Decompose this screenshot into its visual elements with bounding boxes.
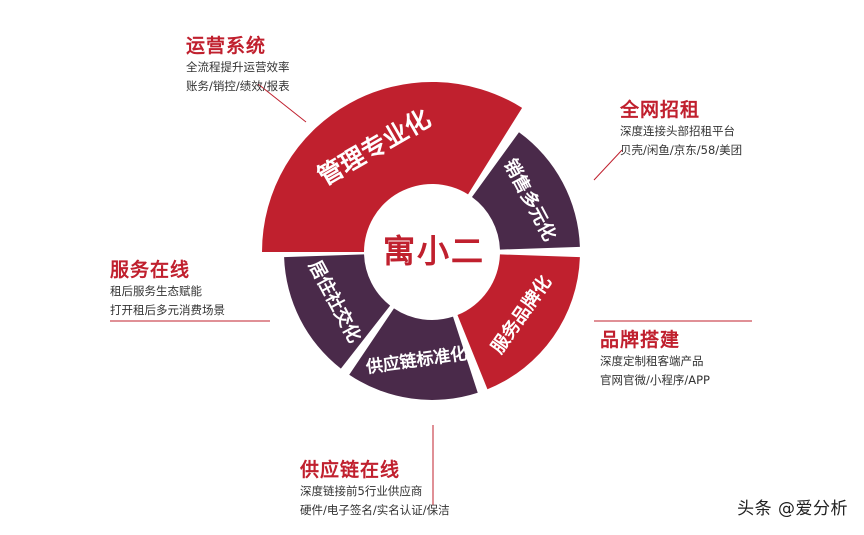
annotation-service-line1: 租后服务生态赋能	[110, 284, 202, 298]
annotation-brand-line1: 深度定制租客端产品	[600, 354, 704, 368]
segment-sales	[471, 132, 580, 250]
annotation-supply: 供应链在线 深度链接前5行业供应商 硬件/电子签名/实名认证/保洁	[300, 458, 450, 520]
segment-management	[262, 81, 523, 253]
annotation-rent-line1: 深度连接头部招租平台	[620, 124, 735, 138]
connector-ops	[257, 83, 307, 123]
annotation-supply-title: 供应链在线	[300, 459, 401, 481]
annotation-supply-line1: 深度链接前5行业供应商	[300, 484, 423, 498]
segment-social	[284, 254, 391, 369]
connector-lines	[110, 83, 752, 505]
annotation-ops-line1: 全流程提升运营效率	[186, 60, 290, 74]
segment-service	[457, 254, 580, 390]
annotation-rent-line2: 贝壳/闲鱼/京东/58/美团	[620, 143, 743, 157]
annotation-rent: 全网招租 深度连接头部招租平台 贝壳/闲鱼/京东/58/美团	[620, 98, 742, 160]
annotation-supply-line2: 硬件/电子签名/实名认证/保洁	[300, 503, 450, 517]
annotation-service-line2: 打开租后多元消费场景	[110, 303, 225, 317]
ring-diagram	[262, 81, 580, 400]
annotation-ops-line2: 账务/销控/绩效/报表	[186, 79, 290, 93]
segment-supply	[349, 308, 478, 400]
annotation-ops: 运营系统 全流程提升运营效率 账务/销控/绩效/报表	[186, 34, 290, 96]
annotation-ops-title: 运营系统	[186, 35, 267, 57]
annotation-service-title: 服务在线	[110, 259, 191, 281]
connector-rent	[593, 149, 623, 181]
annotation-service: 服务在线 租后服务生态赋能 打开租后多元消费场景	[110, 258, 225, 320]
annotation-brand-title: 品牌搭建	[600, 329, 681, 351]
annotation-brand-line2: 官网官微/小程序/APP	[600, 373, 710, 387]
annotation-brand: 品牌搭建 深度定制租客端产品 官网官微/小程序/APP	[600, 328, 710, 390]
center-logo: 寓小二	[383, 232, 485, 270]
annotation-rent-title: 全网招租	[620, 99, 701, 121]
watermark: 头条 @爱分析	[737, 499, 848, 519]
